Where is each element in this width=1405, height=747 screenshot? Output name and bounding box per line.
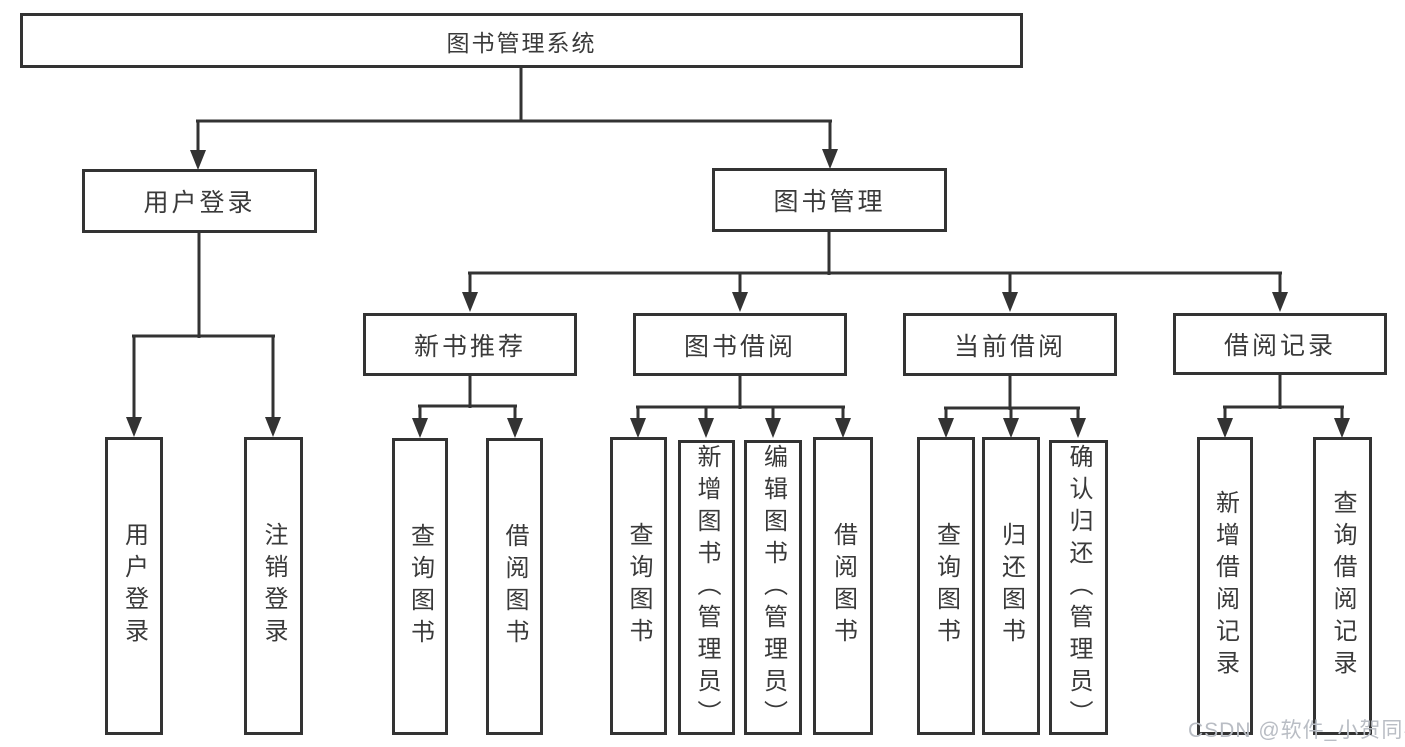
csdn-watermark: CSDN @软件_小贺同学 xyxy=(1188,719,1405,742)
leaf-query-books-borrowing: 查询图书 xyxy=(610,437,667,735)
node-user-login: 用户登录 xyxy=(82,169,317,233)
leaf-confirm-return-admin: 确认归还（管理员） xyxy=(1049,440,1108,735)
leaf-query-borrow-record: 查询借阅记录 xyxy=(1313,437,1372,735)
node-new-book-recommend: 新书推荐 xyxy=(363,313,577,376)
node-borrow-records: 借阅记录 xyxy=(1173,313,1387,375)
leaf-edit-books-admin: 编辑图书（管理员） xyxy=(744,440,802,735)
node-book-management: 图书管理 xyxy=(712,168,947,232)
leaf-add-books-admin: 新增图书（管理员） xyxy=(678,440,735,735)
leaf-query-books-current: 查询图书 xyxy=(917,437,975,735)
leaf-logout: 注销登录 xyxy=(244,437,303,735)
node-book-borrowing: 图书借阅 xyxy=(633,313,847,376)
leaf-borrow-books-borrowing: 借阅图书 xyxy=(813,437,873,735)
leaf-return-books: 归还图书 xyxy=(982,437,1040,735)
leaf-borrow-books-recommend: 借阅图书 xyxy=(486,438,543,735)
leaf-query-books-recommend: 查询图书 xyxy=(392,438,448,735)
leaf-add-borrow-record: 新增借阅记录 xyxy=(1197,437,1253,735)
leaf-user-login: 用户登录 xyxy=(105,437,163,735)
node-library-management-system: 图书管理系统 xyxy=(20,13,1023,68)
node-current-borrowing: 当前借阅 xyxy=(903,313,1117,376)
